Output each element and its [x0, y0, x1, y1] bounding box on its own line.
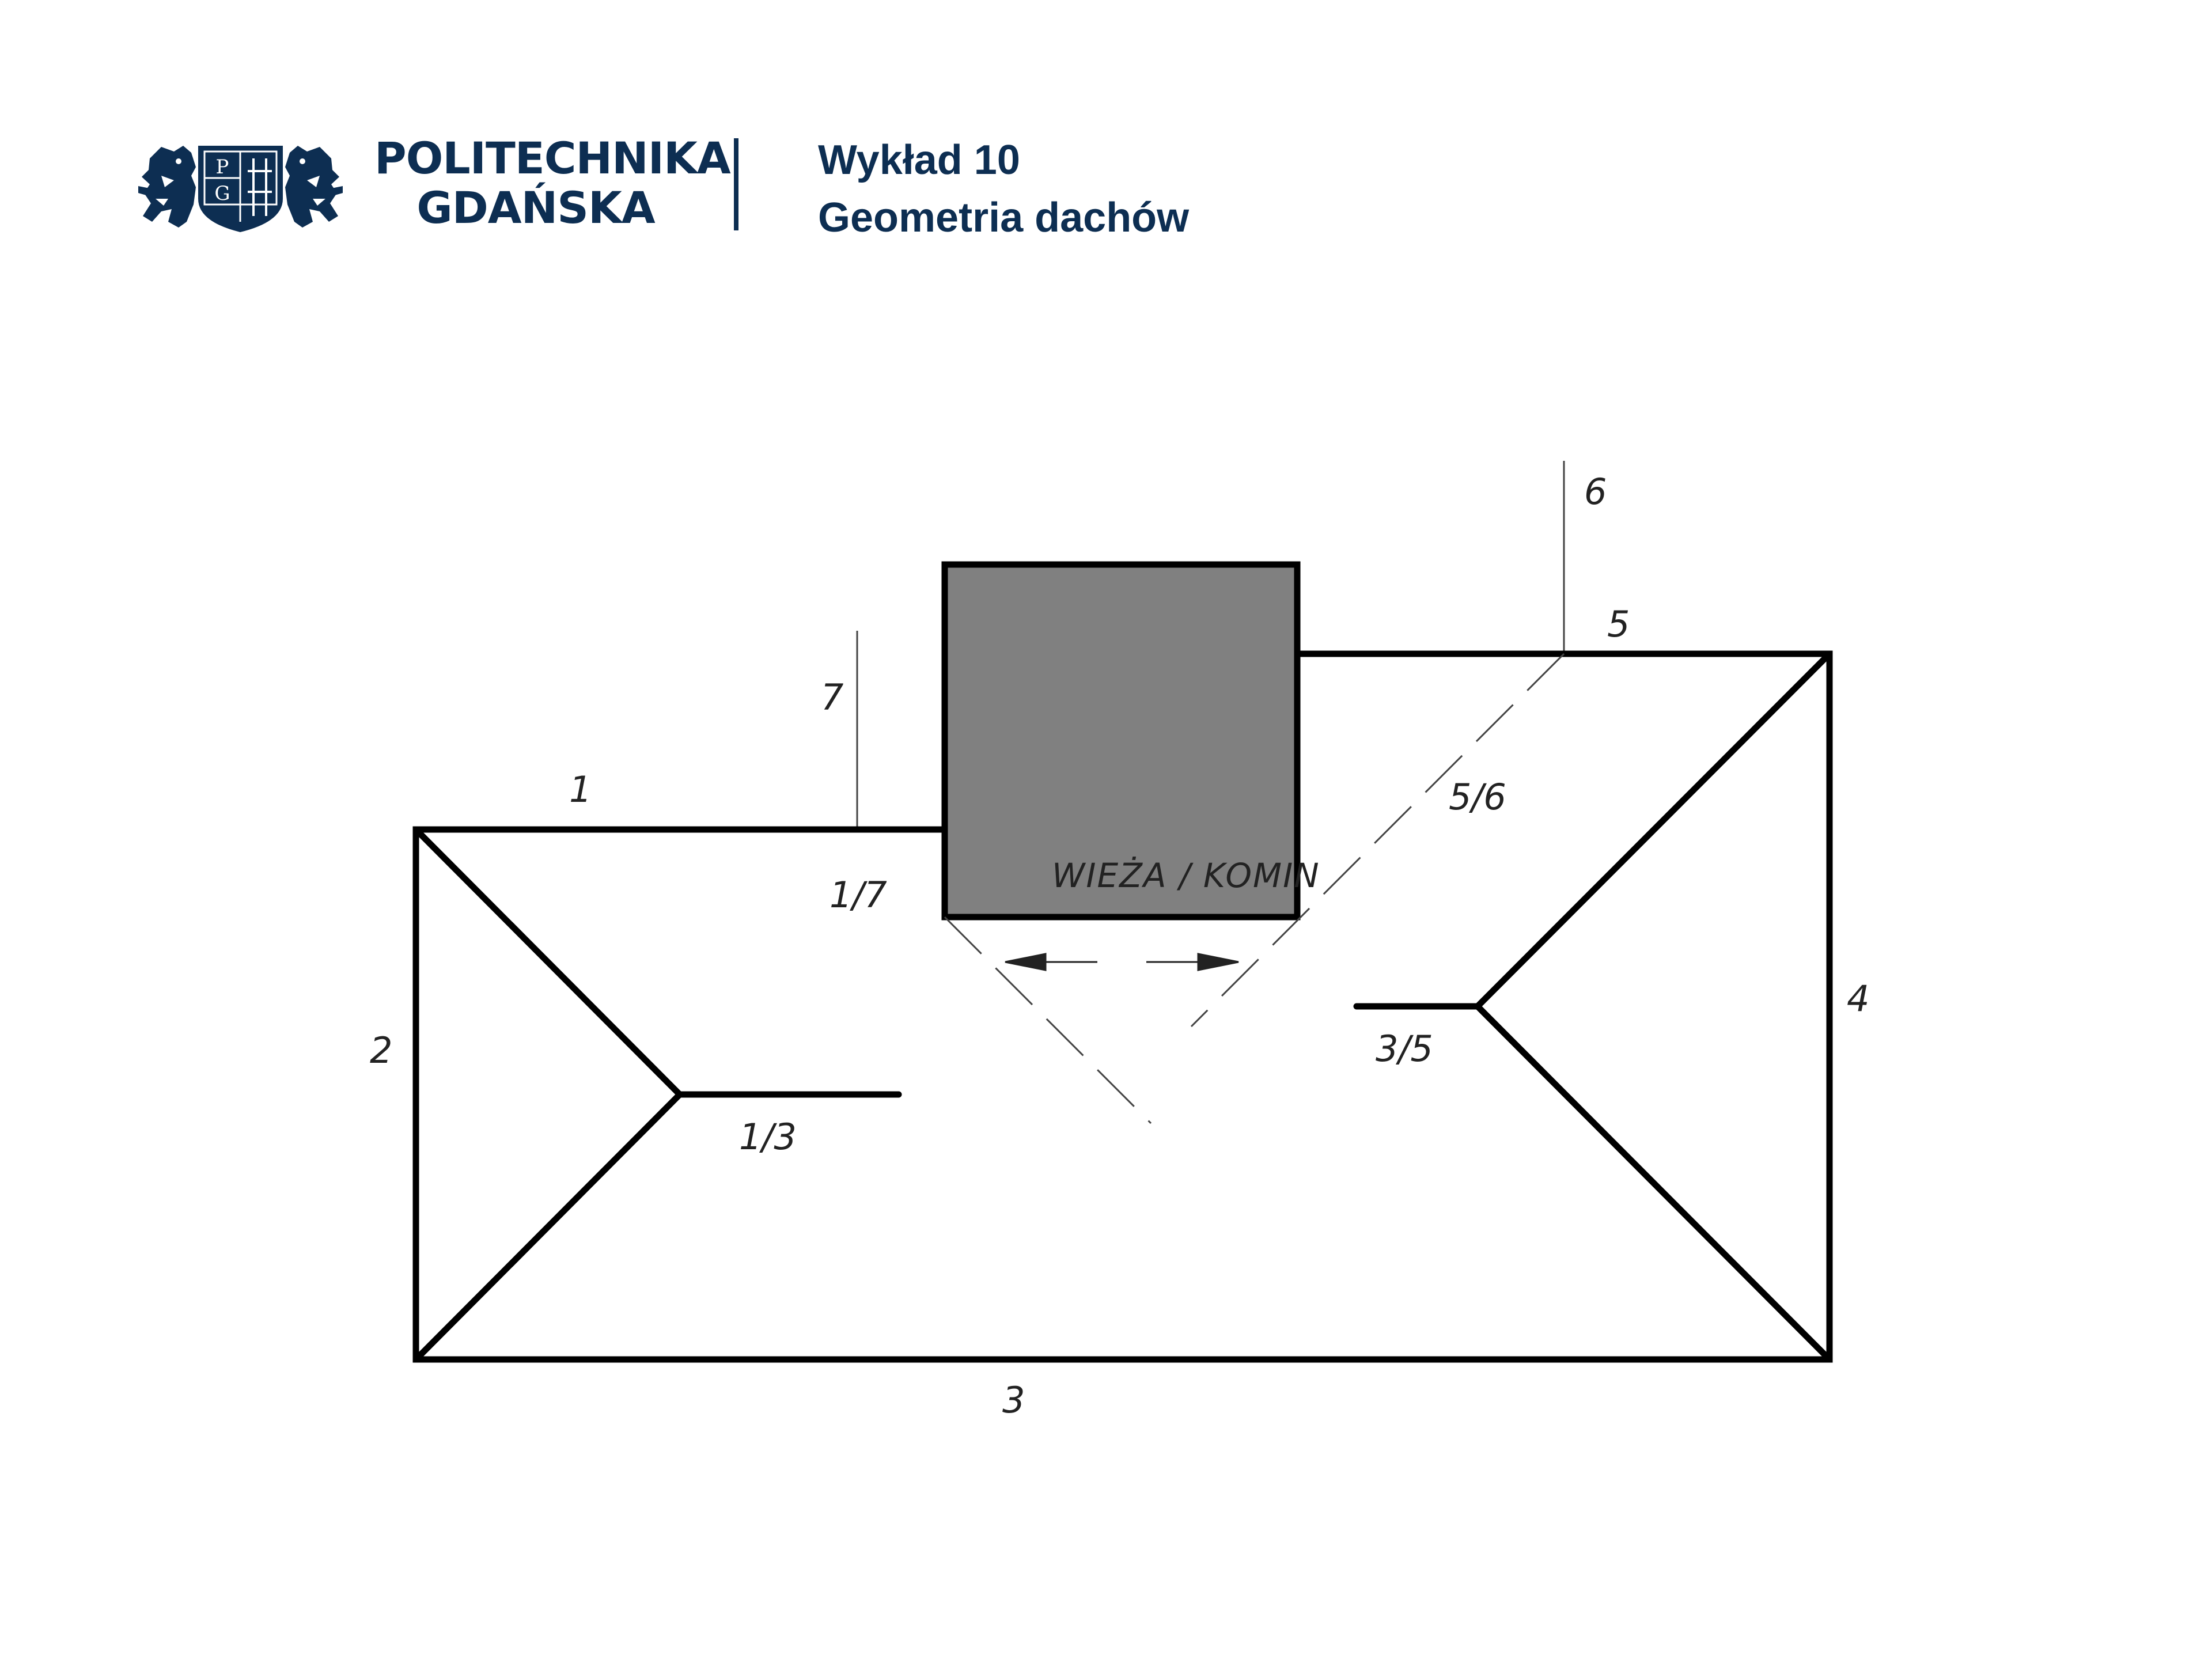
lecture-subtitle: Geometria dachów: [818, 195, 1190, 241]
edge-label-4: 4: [1847, 978, 1869, 1020]
crest-letter-g: G: [214, 182, 230, 205]
tower-label: WIEŻA / KOMIN: [1052, 856, 1320, 895]
intersection-label-1-3: 1/3: [739, 1116, 797, 1158]
lecture-heading: Wykład 10 Geometria dachów: [818, 131, 1189, 247]
slide-header: P G POLITECHNIKA GDAŃSKA Wykład 10 Geome…: [0, 0, 2212, 276]
edge-label-2: 2: [370, 1029, 392, 1071]
university-name-line1: POLITECHNIKA: [374, 132, 731, 184]
bisector-1-7: [944, 916, 1152, 1124]
pg-crest-icon: P G: [138, 146, 343, 232]
edge-label-6: 6: [1584, 471, 1607, 513]
hip-right-top: [1474, 650, 1833, 1010]
hip-right-bottom: [1474, 1003, 1833, 1363]
university-name-line2: GDAŃSKA: [416, 182, 655, 233]
edge-label-1: 1: [569, 768, 592, 810]
edge-label-3: 3: [1002, 1379, 1025, 1421]
hip-left-top: [412, 826, 683, 1098]
arrow-right-head: [1197, 953, 1239, 971]
tower-chimney-block: [941, 561, 1301, 921]
intersection-label-1-7: 1/7: [830, 874, 887, 916]
hip-left-bottom: [412, 1091, 683, 1363]
edge-label-7: 7: [821, 676, 843, 718]
university-name: POLITECHNIKA GDAŃSKA: [374, 132, 731, 233]
arrow-left-head: [1005, 953, 1047, 971]
lecture-title: Wykład 10: [818, 137, 1020, 183]
intersection-label-5-6: 5/6: [1449, 776, 1506, 818]
crest-letter-p: P: [216, 156, 229, 179]
roof-outline: [412, 650, 1833, 1363]
header-divider: [734, 138, 738, 230]
intersection-label-3-5: 3/5: [1376, 1028, 1433, 1070]
edge-label-5: 5: [1607, 603, 1630, 645]
bisector-5-6: [1190, 653, 1565, 1028]
